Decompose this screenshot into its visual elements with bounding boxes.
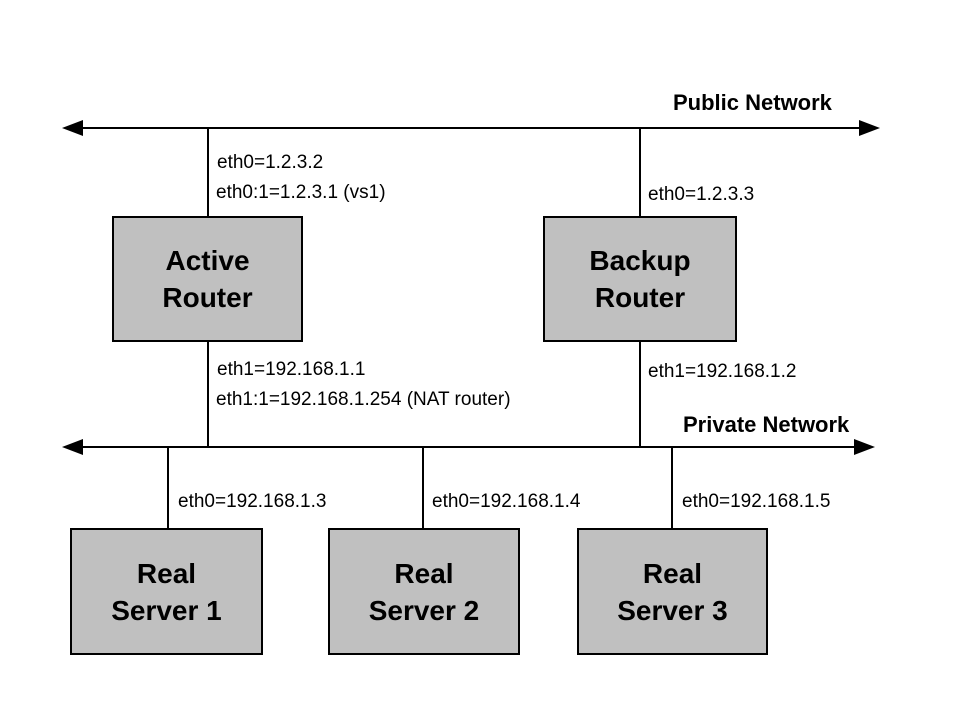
real-server-1-node-label: Real Server 1 <box>111 557 222 626</box>
private-network-line <box>70 446 865 448</box>
private-network-label: Private Network <box>683 412 850 437</box>
real-server-2-node: Real Server 2 <box>328 528 520 655</box>
active-router-node: Active Router <box>112 216 303 342</box>
real-server-2-node-label: Real Server 2 <box>368 557 480 626</box>
active-router-private-link-line <box>207 342 209 447</box>
real-server-1-eth0-label: eth0=192.168.1.3 <box>178 491 327 512</box>
backup-router-public-link-line <box>639 128 641 216</box>
public-network-label: Public Network <box>673 90 832 115</box>
real-server-3-node: Real Server 3 <box>577 528 768 655</box>
active-router-eth1-alias-label: eth1:1=192.168.1.254 (NAT router) <box>216 389 511 410</box>
active-router-public-link-line <box>207 128 209 216</box>
arrow-left-icon <box>62 120 83 136</box>
arrow-left-icon <box>62 439 83 455</box>
real-server-2-eth0-label: eth0=192.168.1.4 <box>432 491 581 512</box>
active-router-eth0-alias-label: eth0:1=1.2.3.1 (vs1) <box>216 182 386 203</box>
real-server-2-link-line <box>422 447 424 528</box>
backup-router-eth0-label: eth0=1.2.3.3 <box>648 184 755 205</box>
public-network-line <box>70 127 872 129</box>
active-router-eth0-label: eth0=1.2.3.2 <box>217 152 324 173</box>
arrow-right-icon <box>854 439 875 455</box>
arrow-right-icon <box>859 120 880 136</box>
real-server-3-link-line <box>671 447 673 528</box>
active-router-eth1-label: eth1=192.168.1.1 <box>217 359 366 380</box>
real-server-3-eth0-label: eth0=192.168.1.5 <box>682 491 831 512</box>
active-router-node-label: Active Router <box>162 245 253 313</box>
backup-router-node-label: Backup Router <box>589 245 691 313</box>
real-server-1-link-line <box>167 447 169 528</box>
backup-router-private-link-line <box>639 342 641 447</box>
backup-router-eth1-label: eth1=192.168.1.2 <box>648 361 797 382</box>
backup-router-node: Backup Router <box>543 216 737 342</box>
real-server-1-node: Real Server 1 <box>70 528 263 655</box>
real-server-3-node-label: Real Server 3 <box>617 557 728 626</box>
